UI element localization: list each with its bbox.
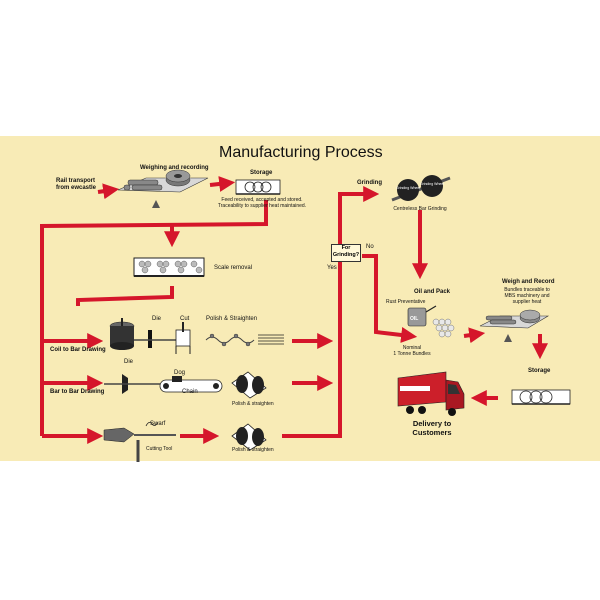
arrow-polish3-to-collector (282, 186, 380, 438)
label-feed-received: Feed received, accepted and stored. (221, 197, 303, 203)
page-title: Manufacturing Process (219, 144, 383, 161)
label-traceability: Traceability to supplier heat maintained… (217, 203, 307, 209)
label-bundles-traceable-1: Bundles traceable to (504, 287, 550, 293)
label-oil-pack: Oil and Pack (414, 289, 451, 295)
storage-rack-top (235, 179, 281, 195)
label-rail-transport: Rail transport (56, 178, 96, 184)
decision-for-grinding: For Grinding? (331, 244, 361, 262)
label-cutting-tool: Cutting Tool (146, 446, 173, 452)
label-grinding-wheel-1: Grinding Wheel (395, 186, 421, 190)
arrow-no-branch (362, 254, 418, 343)
label-nominal: Nominal (402, 345, 422, 351)
label-cut: Cut (180, 316, 190, 322)
label-scale-removal: Scale removal (214, 265, 253, 271)
oil-and-pack-graphic (407, 305, 455, 338)
weigh-record-graphic (479, 309, 550, 342)
label-grinding-wheel-2: Grinding Wheel (419, 182, 445, 186)
label-delivery-1: Delivery to (412, 419, 452, 428)
storage-rack-right (511, 389, 571, 405)
arrow-oilpack-to-weigh (463, 327, 486, 344)
arrow-scale-removal-loop (76, 286, 174, 306)
delivery-truck (397, 371, 465, 416)
label-tonne-bundles: 1 Tonne Bundles (393, 351, 431, 357)
arrow-rail-to-weighing (97, 183, 120, 200)
label-dog: Dog (174, 370, 186, 376)
label-bar-to-bar: Bar to Bar Drawing (50, 389, 105, 395)
label-swarf: Swarf (150, 421, 166, 427)
label-polish-straighten-2: Polish & straighten (232, 401, 274, 407)
label-rust-preventative: Rust Preventative (386, 299, 426, 305)
label-oil-can: OIL (410, 316, 419, 322)
label-no: No (366, 244, 374, 250)
label-coil-to-bar: Coil to Bar Drawing (50, 347, 106, 353)
bar-drawing-machine (104, 371, 267, 399)
label-storage-right: Storage (528, 368, 551, 374)
label-polish-straighten-1: Polish & Straighten (206, 316, 258, 322)
flow-arrows (40, 176, 548, 444)
scale-removal-tank (133, 257, 205, 277)
label-storage-top: Storage (250, 170, 273, 176)
label-grinding: Grinding (357, 180, 382, 186)
label-chain: Chain (182, 389, 198, 395)
cutting-tool-graphic (103, 421, 267, 462)
label-weigh-record: Weigh and Record (502, 279, 555, 285)
label-weighing-recording: Weighing and recording (140, 165, 209, 171)
coil-drawing-machine (109, 318, 284, 354)
weighing-bars-graphic (117, 169, 209, 208)
grinding-wheels (391, 175, 451, 202)
arrow-weighing-to-storage (209, 176, 236, 192)
label-bundles-traceable-3: supplier heat (512, 299, 542, 305)
label-centreless: Centreless Bar Grinding (393, 206, 447, 212)
label-die-2: Die (124, 359, 134, 365)
label-polish-straighten-3: Polish & straighten (232, 447, 274, 453)
label-bundles-traceable-2: MBS machinery and (504, 293, 550, 299)
label-yes: Yes (327, 265, 337, 271)
label-delivery-2: Customers (412, 428, 452, 437)
label-from-ewcastle: from ewcastle (56, 185, 97, 191)
arrow-storage-down-left (40, 200, 268, 436)
label-die-1: Die (152, 316, 162, 322)
